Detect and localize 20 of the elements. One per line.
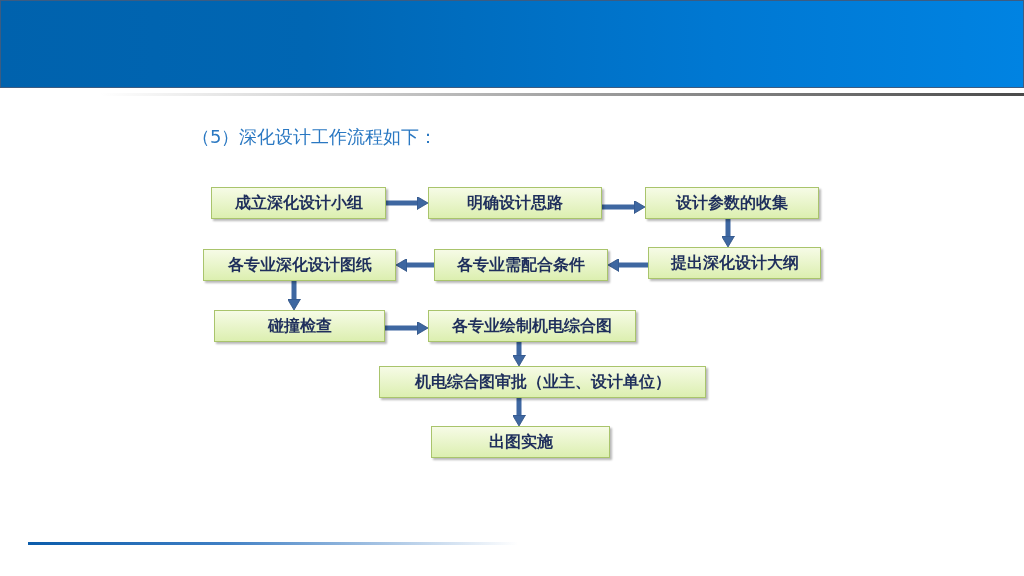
page-heading: （5）深化设计工作流程如下：: [192, 125, 438, 149]
process-box: 各专业绘制机电综合图: [428, 310, 636, 342]
process-box: 成立深化设计小组: [211, 187, 386, 219]
arrow: [386, 196, 429, 210]
arrow: [602, 200, 646, 214]
process-box: 设计参数的收集: [645, 187, 819, 219]
arrow: [385, 321, 429, 335]
process-box: 机电综合图审批（业主、设计单位）: [379, 366, 706, 398]
arrow: [607, 258, 648, 272]
arrow: [512, 398, 526, 427]
process-box: 提出深化设计大纲: [648, 247, 821, 279]
arrow: [395, 258, 434, 272]
arrow: [287, 281, 301, 311]
process-box: 碰撞检查: [214, 310, 385, 342]
process-box: 明确设计思路: [428, 187, 602, 219]
process-box: 各专业深化设计图纸: [203, 249, 396, 281]
process-box: 各专业需配合条件: [434, 249, 608, 281]
arrow: [512, 342, 526, 367]
process-box: 出图实施: [431, 426, 610, 458]
arrow: [721, 219, 735, 248]
